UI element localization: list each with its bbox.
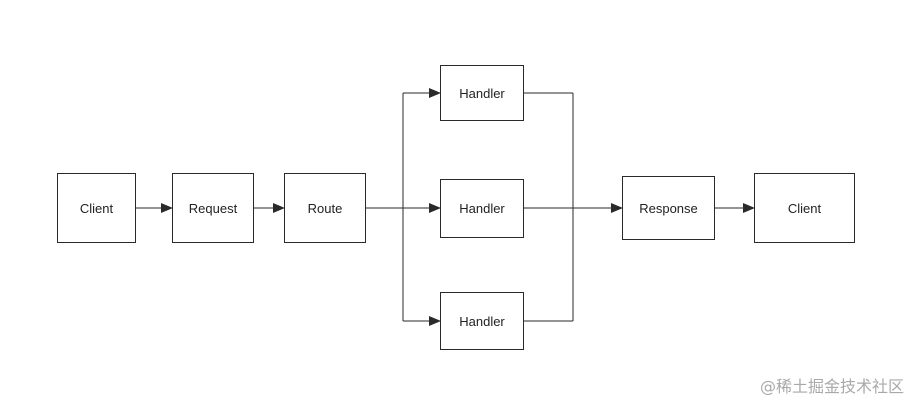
node-client-out-label: Client xyxy=(787,200,822,216)
node-handler-2-label: Handler xyxy=(459,201,505,216)
node-handler-2: Handler xyxy=(440,179,524,238)
node-handler-1-label: Handler xyxy=(459,85,505,101)
node-client-out: Client xyxy=(754,173,855,243)
node-response: Response xyxy=(622,176,715,240)
node-route: Route xyxy=(284,173,366,243)
node-handler-3-label: Handler xyxy=(459,313,505,329)
node-request: Request xyxy=(172,173,254,243)
node-request-label: Request xyxy=(188,200,238,216)
node-handler-1: Handler xyxy=(440,65,524,121)
node-route-label: Route xyxy=(307,200,343,216)
node-client-in-label: Client xyxy=(79,200,114,216)
watermark-text: @稀土掘金技术社区 xyxy=(759,377,904,396)
node-handler-3: Handler xyxy=(440,292,524,350)
node-response-label: Response xyxy=(639,200,698,216)
node-client-in: Client xyxy=(57,173,136,243)
